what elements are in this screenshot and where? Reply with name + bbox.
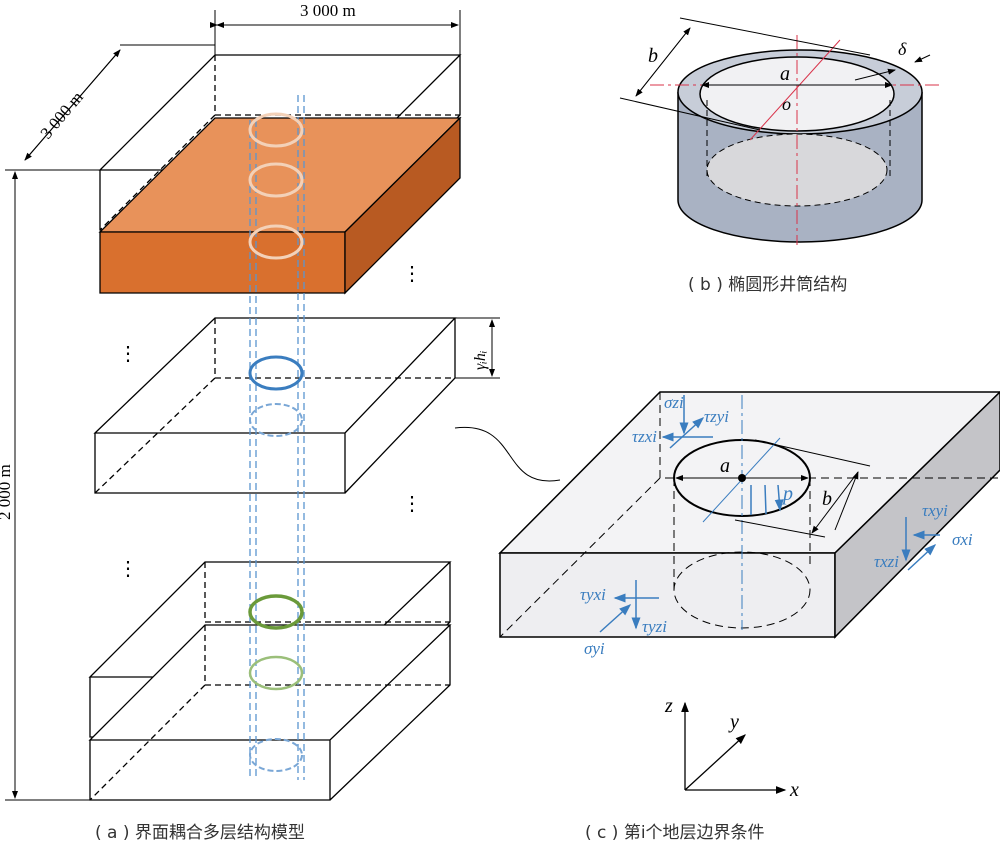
ellipsis: ⋮ — [402, 493, 422, 515]
caption-c: ( c ) 第i个地层边界条件 — [585, 823, 765, 843]
layer-box-5 — [88, 624, 452, 801]
panel-b-cylinder — [619, 17, 940, 245]
caption-a: ( a ) 界面耦合多层结构模型 — [95, 823, 305, 843]
ellipsis: ⋮ — [118, 343, 138, 365]
panel-a-layers — [88, 54, 462, 801]
dimensions — [5, 10, 500, 801]
axis-x: x — [789, 779, 799, 801]
tau-xzi: τxzi — [874, 552, 899, 571]
b-label-b: b — [648, 45, 658, 67]
sigma-xi: σxi — [952, 530, 973, 549]
tau-zxi: τzxi — [632, 427, 657, 446]
caption-b: ( b ) 椭圆形井筒结构 — [688, 275, 847, 295]
width-label: 3 000 m — [300, 1, 356, 20]
axis-y: y — [728, 711, 739, 733]
coordinate-axes — [681, 701, 787, 794]
stress-labels: a b p σzi τzyi τzxi τxyi σxi τxzi τyxi τ… — [580, 393, 973, 658]
tau-zyi: τzyi — [704, 407, 729, 426]
c-label-b: b — [822, 488, 832, 510]
height-label: 2 000 m — [0, 464, 14, 520]
layer-thickness-label: γᵢhᵢ — [472, 351, 489, 370]
ellipsis-marks: ⋮ ⋮ ⋮ ⋮ — [118, 263, 422, 580]
sigma-zi: σzi — [664, 393, 684, 412]
panel-c-block — [498, 390, 1000, 639]
b-label-o: o — [782, 94, 791, 114]
ellipsis: ⋮ — [402, 263, 422, 285]
ellipsis: ⋮ — [118, 558, 138, 580]
c-label-a: a — [720, 455, 730, 477]
layer-box-orange — [98, 116, 462, 295]
connector-curve — [454, 426, 561, 482]
depth-label: 3 000 m — [37, 88, 87, 143]
tau-yxi: τyxi — [580, 585, 606, 604]
c-label-p: p — [781, 483, 793, 505]
sigma-yi: σyi — [584, 639, 605, 658]
wellbore — [248, 95, 305, 780]
b-label-delta: δ — [898, 39, 907, 59]
tau-xyi: τxyi — [922, 501, 948, 520]
layer-box-3 — [93, 317, 457, 494]
tau-yzi: τyzi — [642, 617, 667, 636]
axis-z: z — [664, 695, 673, 717]
b-label-a: a — [780, 63, 790, 85]
